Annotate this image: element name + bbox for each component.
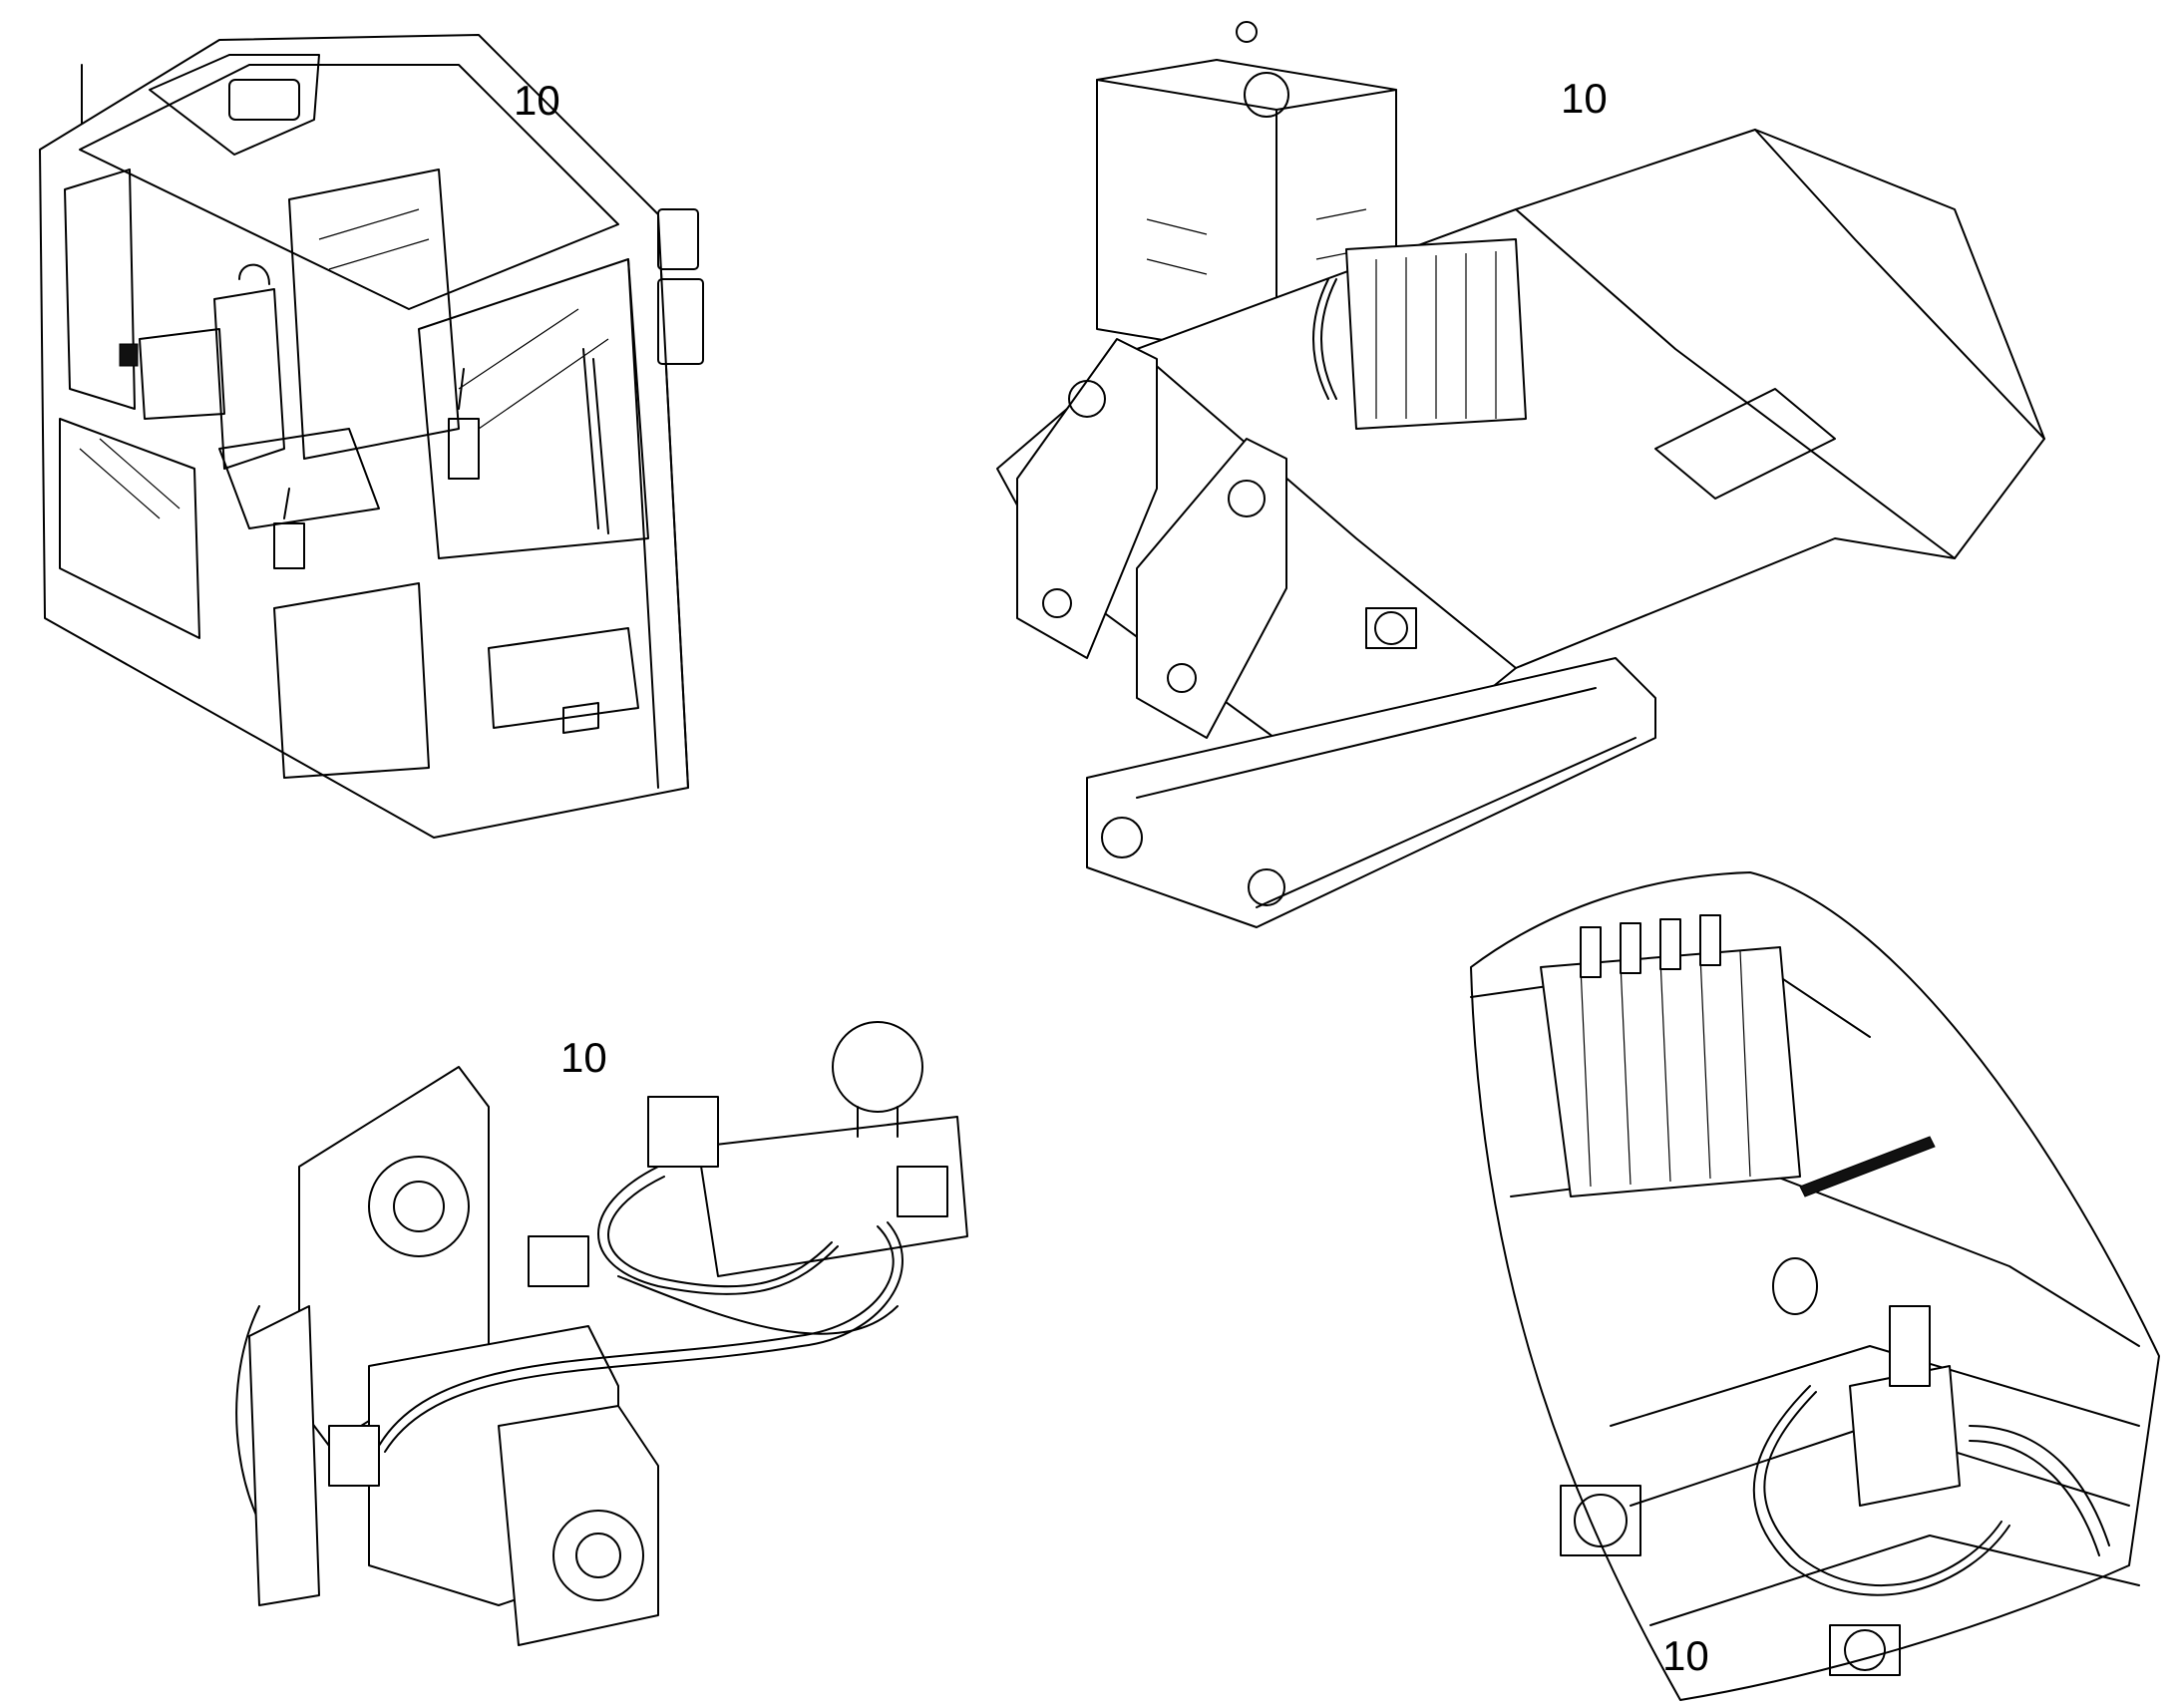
pump-illustration: 10 [199, 1007, 997, 1665]
cab-illustration: 10 [20, 10, 738, 848]
frame-drawing [957, 20, 2064, 917]
callout-detail: 10 [1662, 1632, 1709, 1679]
pump-drawing [199, 1007, 997, 1665]
detail-illustration: 10 [1451, 867, 2169, 1705]
callout-pump: 10 [560, 1034, 607, 1081]
callout-frame: 10 [1561, 75, 1608, 122]
detail-drawing [1451, 867, 2169, 1705]
frame-illustration: 10 [957, 20, 2064, 917]
callout-cab: 10 [514, 77, 560, 124]
cab-drawing [20, 10, 738, 848]
